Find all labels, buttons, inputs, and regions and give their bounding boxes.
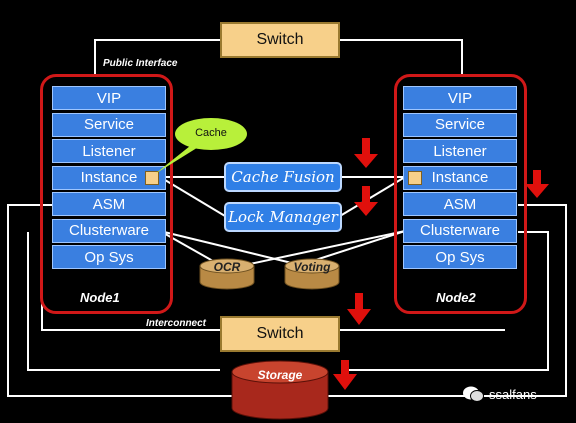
switch-label: Switch xyxy=(256,325,304,342)
instance-connector-node1 xyxy=(145,171,159,185)
ocr-disk xyxy=(199,258,255,290)
node1-layer-service: Service xyxy=(52,112,166,137)
voting-disk xyxy=(284,258,340,290)
lock-manager-box: Lock Manager xyxy=(224,202,342,232)
node1-layer-asm: ASM xyxy=(52,192,166,216)
node1-layer-op-sys: Op Sys xyxy=(52,245,166,269)
node2-layer-clusterware: Clusterware xyxy=(403,218,517,243)
wechat-icon xyxy=(463,386,484,402)
node1-layer-instance: Instance xyxy=(52,165,166,190)
node2-layer-op-sys: Op Sys xyxy=(403,245,517,269)
public-switch: Switch xyxy=(220,22,340,58)
node1-frame xyxy=(40,74,173,314)
voting-label: Voting xyxy=(293,260,331,274)
ocr-label: OCR xyxy=(213,260,241,274)
public-interface-label: Public Interface xyxy=(103,58,178,69)
node1-layer-vip: VIP xyxy=(52,86,166,110)
red-down-arrow-icon xyxy=(354,138,378,168)
storage-disk xyxy=(231,360,329,420)
interconnect-switch: Switch xyxy=(220,316,340,352)
cache-fusion-label: Cache Fusion xyxy=(231,168,335,186)
cache-fusion-box: Cache Fusion xyxy=(224,162,342,192)
red-down-arrow-icon xyxy=(347,293,371,325)
switch-label: Switch xyxy=(256,31,304,48)
instance-connector-node2 xyxy=(408,171,422,185)
watermark: ssalfans xyxy=(462,385,537,403)
node1-layer-clusterware: Clusterware xyxy=(52,218,166,243)
red-down-arrow-icon xyxy=(354,186,378,216)
red-down-arrow-icon xyxy=(333,360,357,390)
node1-label: Node1 xyxy=(80,290,120,305)
watermark-text: ssalfans xyxy=(489,386,537,402)
node2-layer-instance: Instance xyxy=(403,165,517,190)
node2-layer-listener: Listener xyxy=(403,139,517,163)
interconnect-label: Interconnect xyxy=(146,318,207,329)
node2-label: Node2 xyxy=(436,290,476,305)
node1-layer-listener: Listener xyxy=(52,139,166,163)
red-down-arrow-icon xyxy=(525,170,549,198)
lock-manager-label: Lock Manager xyxy=(228,208,338,226)
cache-bubble-label: Cache xyxy=(195,127,227,139)
node2-frame xyxy=(394,74,527,314)
node2-layer-asm: ASM xyxy=(403,192,517,216)
node2-layer-vip: VIP xyxy=(403,86,517,110)
node2-layer-service: Service xyxy=(403,112,517,137)
storage-label: Storage xyxy=(257,368,303,382)
